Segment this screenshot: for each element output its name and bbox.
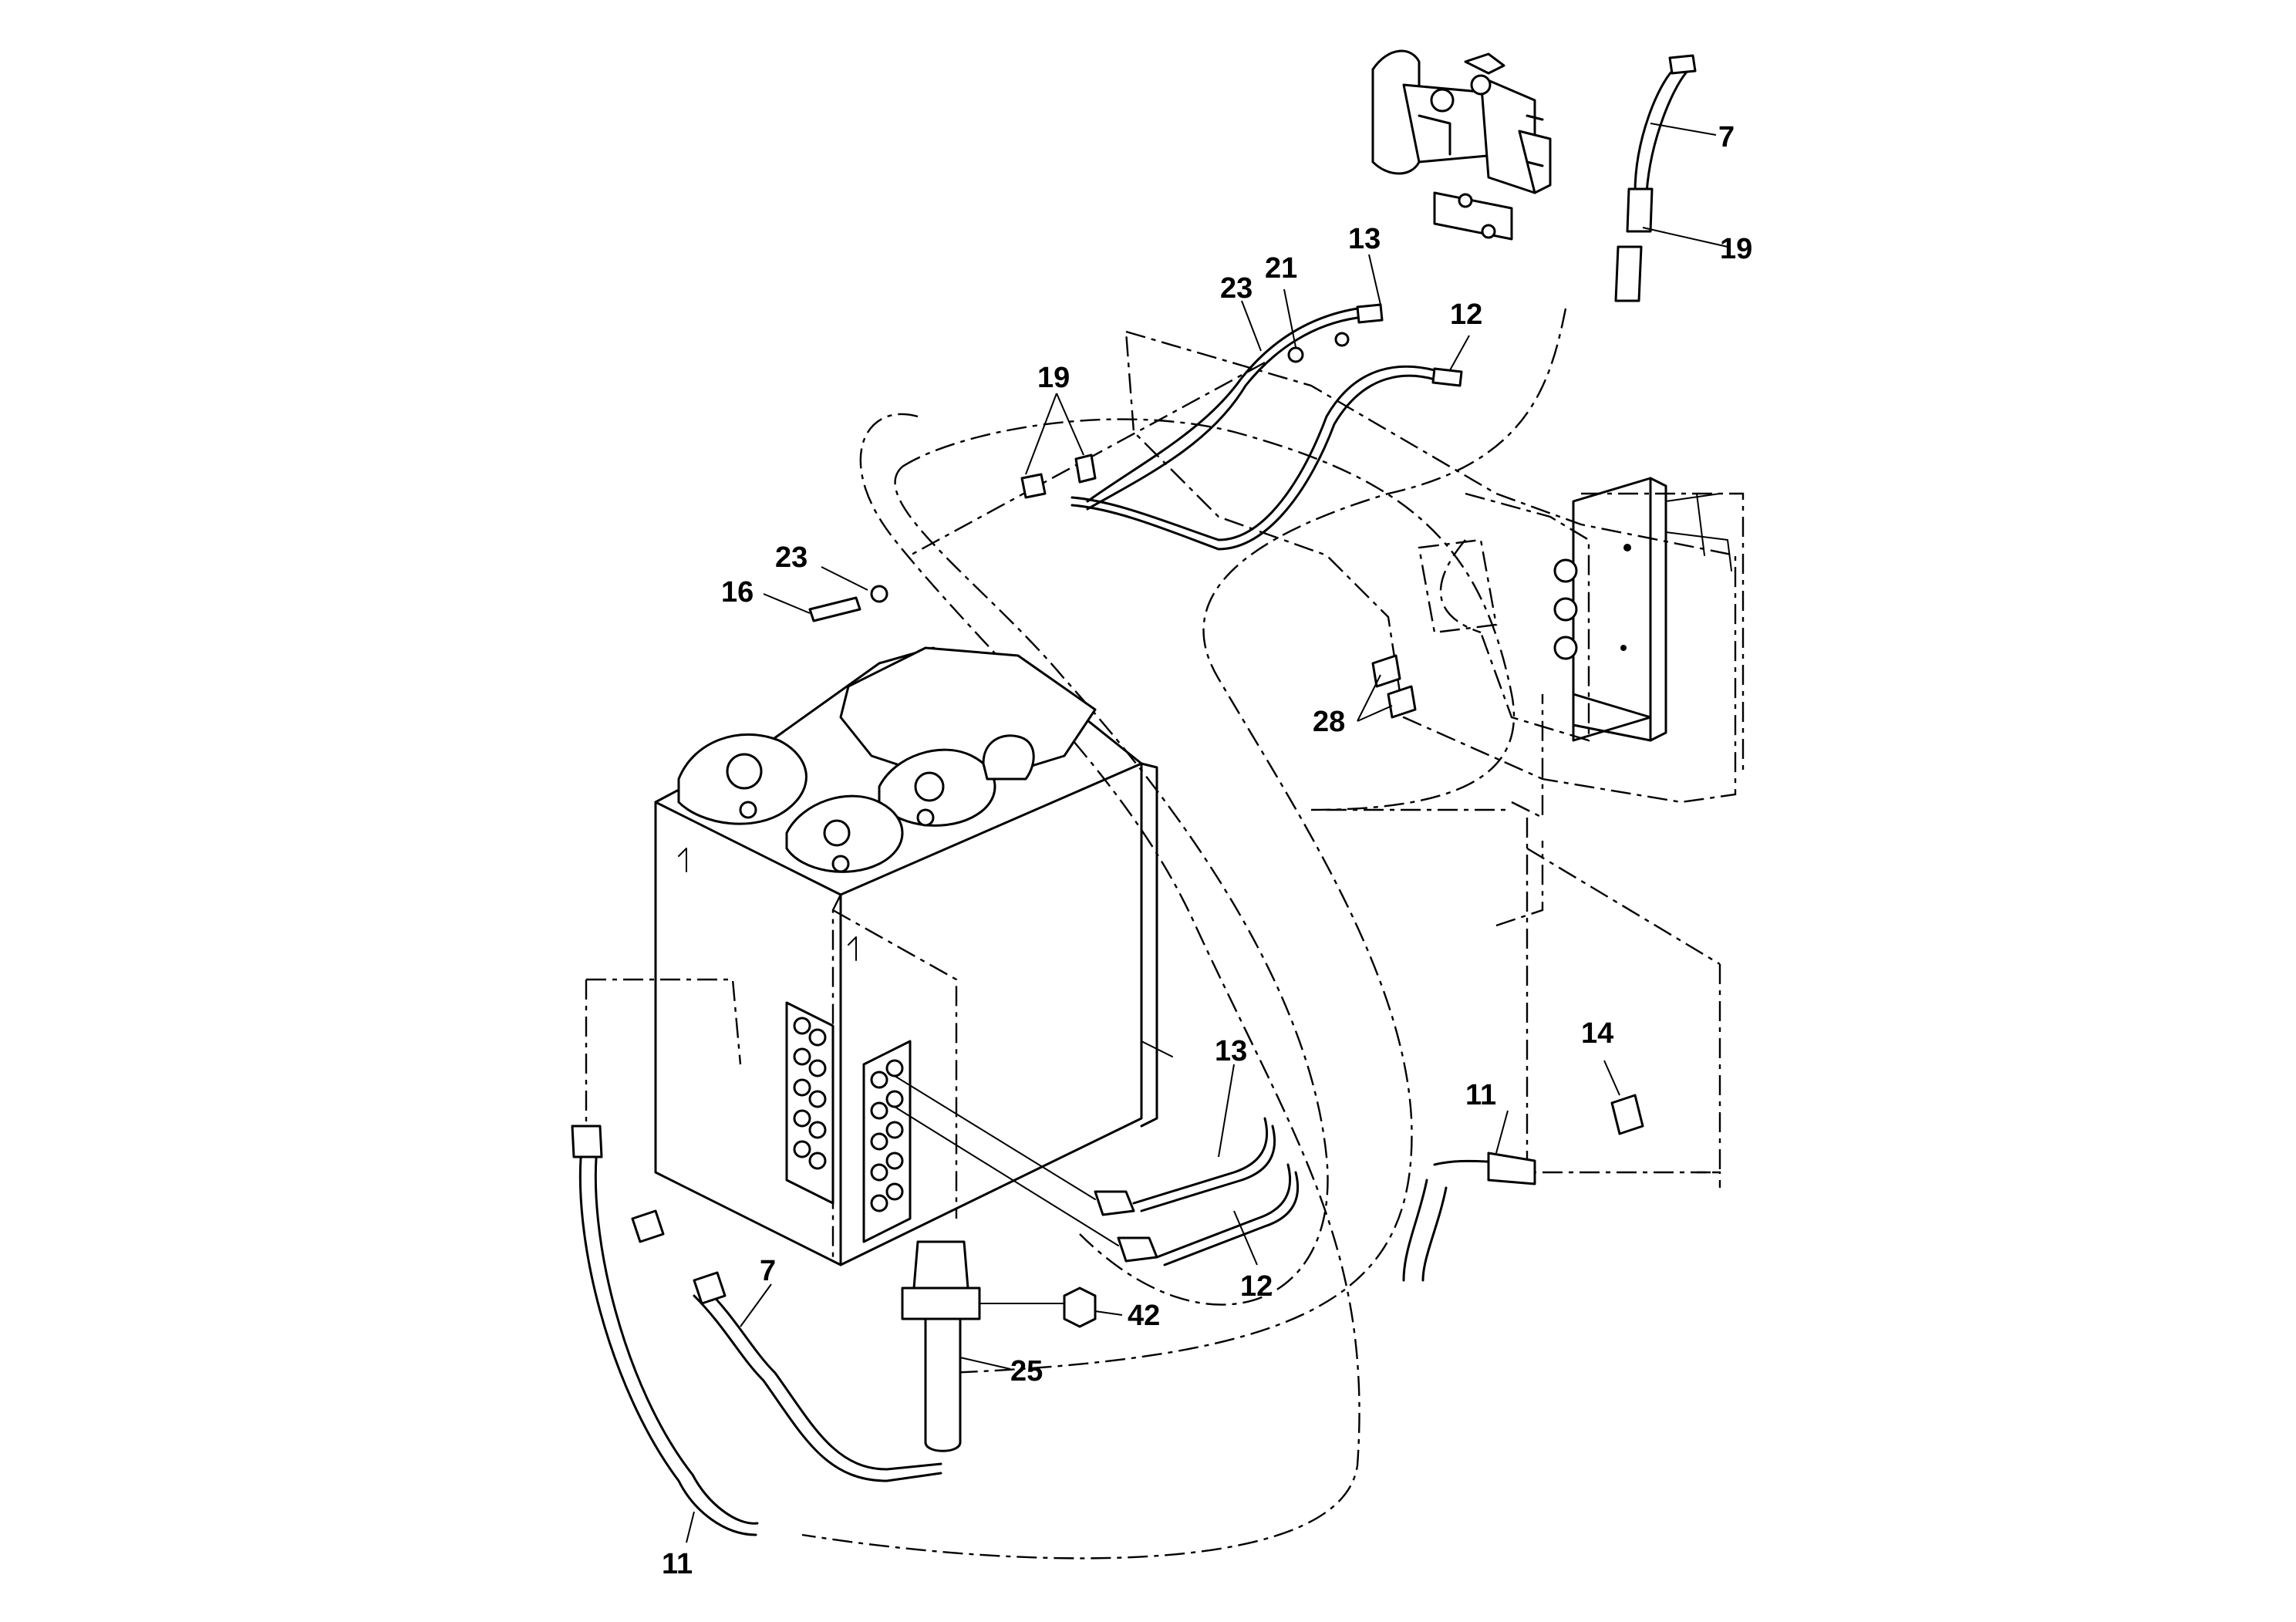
callout-19-mid: 19 [1037, 362, 1070, 394]
callout-7-top: 7 [1718, 121, 1735, 153]
callout-13-top: 13 [1348, 223, 1381, 255]
callout-23-mid: 23 [775, 541, 807, 574]
callout-13-low: 13 [1215, 1035, 1247, 1067]
fasteners [808, 332, 1417, 719]
hoses-12-13-lower [894, 1075, 1300, 1266]
callout-7-low: 7 [760, 1255, 776, 1287]
pump-motor [1371, 49, 1552, 241]
phantom-routing-lines [585, 308, 1721, 1560]
callout-12-top: 12 [1450, 298, 1482, 331]
callout-25: 25 [1010, 1355, 1043, 1388]
callout-16: 16 [721, 576, 754, 609]
callout-11-right: 11 [1465, 1079, 1496, 1111]
callout-21: 21 [1265, 252, 1297, 285]
hydraulic-tank [654, 646, 1173, 1266]
chassis-frame [1124, 330, 1745, 804]
callout-labels: 7 19 13 21 23 12 19 23 16 28 13 12 14 11… [662, 121, 1752, 1580]
hose-7-upper [1614, 54, 1697, 302]
callout-19-top: 19 [1720, 233, 1752, 265]
callout-14: 14 [1581, 1017, 1613, 1050]
port-row-left [793, 1017, 827, 1170]
port-row-right [870, 1059, 904, 1212]
hoses-11-7-lower [571, 1094, 1644, 1536]
hoses-12-13-upper [1020, 303, 1463, 551]
callout-28: 28 [1313, 706, 1345, 738]
callout-11-bottom: 11 [662, 1548, 693, 1580]
filter-heads [677, 646, 1097, 873]
callout-23-top: 23 [1220, 272, 1253, 305]
mounting-bracket [1553, 477, 1732, 742]
filter-element-25 [901, 1240, 1097, 1452]
callout-42: 42 [1128, 1300, 1160, 1332]
callout-12-low: 12 [1240, 1270, 1273, 1303]
leader-lines [686, 123, 1728, 1543]
